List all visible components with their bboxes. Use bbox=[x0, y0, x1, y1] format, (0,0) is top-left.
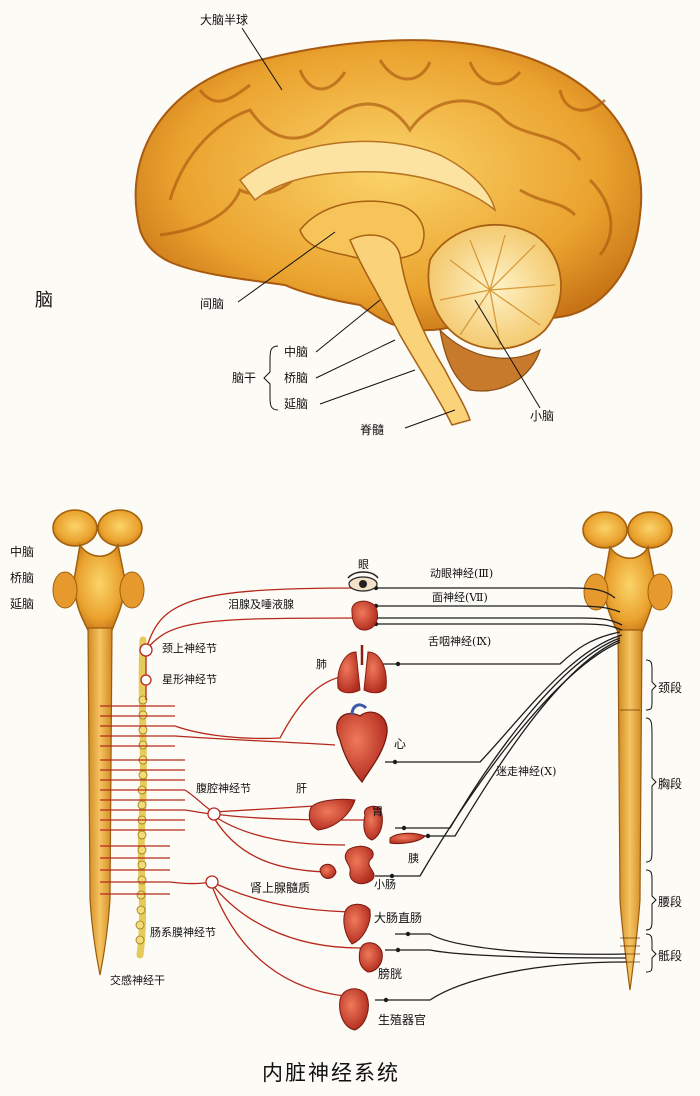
bladder bbox=[358, 942, 383, 973]
brainstem-brace bbox=[263, 345, 279, 411]
sympathetic-named-ganglia bbox=[139, 643, 221, 889]
brain-side-label: 脑 bbox=[35, 290, 53, 311]
left-pons-label: 桥脑 bbox=[10, 571, 34, 585]
cerebrum-leader bbox=[241, 27, 283, 91]
pancreas bbox=[389, 832, 426, 845]
lacrimal-salivary-glands bbox=[351, 600, 379, 631]
segment-braces bbox=[645, 659, 657, 973]
diencephalon-label: 间脑 bbox=[200, 297, 224, 311]
midbrain-leader bbox=[315, 299, 381, 353]
cerebrum-label: 大脑半球 bbox=[200, 13, 248, 27]
stomach-label: 胃 bbox=[372, 805, 383, 818]
medulla-leader bbox=[319, 369, 416, 405]
eye bbox=[347, 571, 379, 592]
pons-label: 桥脑 bbox=[284, 371, 308, 385]
spinal-cord-leader bbox=[404, 409, 456, 429]
celiac-ganglion bbox=[207, 807, 221, 821]
small-intestine-label: 小肠 bbox=[374, 878, 396, 891]
segment-sacral-label: 骶段 bbox=[658, 948, 682, 963]
liver-label: 肝 bbox=[296, 782, 307, 795]
cerebellum-leader bbox=[474, 299, 541, 409]
right-spinal-cord bbox=[617, 629, 643, 991]
brain-illustration bbox=[134, 39, 643, 426]
glossopharyngeal-label: 舌咽神经(Ⅸ) bbox=[428, 634, 491, 648]
left-brainstem bbox=[52, 509, 145, 631]
left-midbrain-label: 中脑 bbox=[10, 544, 34, 559]
heart-label: 心 bbox=[394, 737, 406, 751]
right-brainstem bbox=[582, 511, 673, 633]
segment-cervical-label: 颈段 bbox=[658, 680, 682, 695]
celiac-label: 腹腔神经节 bbox=[196, 781, 251, 795]
sympathetic-trunk-label: 交感神经干 bbox=[110, 973, 165, 987]
left-medulla-label: 延脑 bbox=[10, 597, 34, 611]
midbrain-label: 中脑 bbox=[284, 344, 308, 359]
adrenal-label: 肾上腺髓质 bbox=[250, 881, 310, 895]
genital-organs bbox=[339, 988, 369, 1031]
sympathetic-fibers bbox=[100, 587, 366, 997]
diencephalon-leader bbox=[237, 231, 336, 303]
bladder-label: 膀胱 bbox=[378, 966, 402, 981]
glands-label: 泪腺及唾液腺 bbox=[228, 597, 294, 611]
liver bbox=[308, 798, 356, 831]
stomach bbox=[363, 805, 383, 841]
small-intestine bbox=[344, 845, 375, 885]
heart bbox=[336, 703, 388, 784]
pons-leader bbox=[315, 339, 396, 379]
mesenteric-label: 肠系膜神经节 bbox=[150, 925, 216, 939]
cerebellum-label: 小脑 bbox=[530, 409, 554, 423]
segment-lumbar-label: 腰段 bbox=[658, 894, 682, 909]
brainstem-label: 脑干 bbox=[232, 371, 256, 385]
segment-thoracic-label: 胸段 bbox=[658, 776, 682, 791]
stellate-ganglion bbox=[140, 674, 152, 686]
lung bbox=[337, 645, 387, 694]
adrenal-medulla bbox=[319, 863, 337, 879]
spinal-cord-label: 脊髓 bbox=[360, 423, 384, 437]
left-spinal-cord bbox=[87, 627, 113, 976]
facial-nerve-label: 面神经(Ⅶ) bbox=[432, 590, 488, 604]
figure-title: 内脏神经系统 bbox=[262, 1061, 400, 1085]
medulla-label: 延脑 bbox=[284, 397, 308, 411]
parasympathetic-ganglia bbox=[373, 585, 431, 1003]
vagus-label: 迷走神经(Ⅹ) bbox=[496, 764, 556, 778]
genital-label: 生殖器官 bbox=[378, 1012, 426, 1027]
stellate-label: 星形神经节 bbox=[162, 672, 217, 686]
pancreas-label: 胰 bbox=[408, 851, 419, 865]
superior-cervical-label: 颈上神经节 bbox=[162, 641, 217, 655]
lung-label: 肺 bbox=[316, 658, 327, 671]
mesenteric-ganglion bbox=[205, 875, 219, 889]
eye-label: 眼 bbox=[358, 558, 369, 571]
oculomotor-label: 动眼神经(Ⅲ) bbox=[430, 566, 493, 580]
parasympathetic-fibers bbox=[375, 587, 627, 1001]
large-intestine-rectum bbox=[343, 903, 371, 945]
superior-cervical-ganglion bbox=[139, 643, 153, 657]
colon-label: 大肠直肠 bbox=[374, 911, 422, 925]
